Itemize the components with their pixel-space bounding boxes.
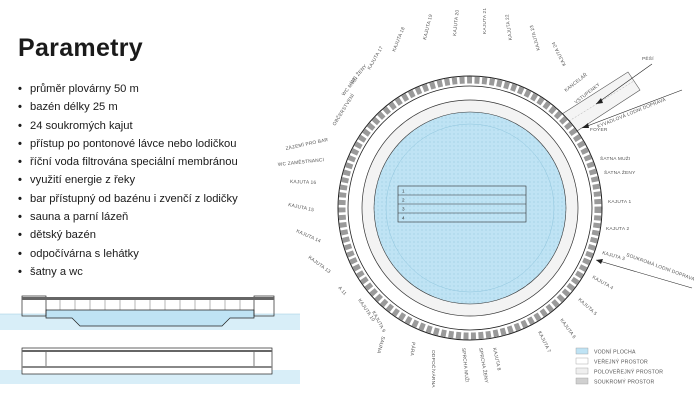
room-label: KAJUTA 2 — [606, 226, 630, 232]
list-item: •odpočívárna s lehátky — [18, 245, 238, 263]
bullet-icon: • — [18, 137, 22, 150]
bullet-icon: • — [18, 229, 22, 242]
legend-label: VEŘEJNÝ PROSTOR — [594, 358, 648, 366]
bullet-icon: • — [18, 83, 22, 95]
room-label: WC ZAMĚSTNANCI — [277, 155, 324, 168]
room-label: SPRCHA MUŽI — [460, 347, 472, 383]
lane-number: 1 — [402, 189, 405, 194]
roof-slab — [22, 297, 274, 300]
legend: VODNÍ PLOCHA VEŘEJNÝ PROSTOR POLOVEŘEJNÝ… — [575, 347, 663, 386]
swim-lanes: 1 2 3 4 — [397, 185, 527, 223]
room-label: KAJUTA 14 — [295, 228, 322, 244]
room-label: KAJUTA 9 — [370, 310, 386, 334]
legend-label: SOUKROMÝ PROSTOR — [594, 379, 655, 386]
section-elevation — [0, 347, 300, 384]
room-label: KANCELÁŘ — [562, 70, 589, 93]
bullet-icon: • — [18, 101, 22, 114]
section-cabin-right — [253, 295, 275, 317]
room-label: WC ŽENY — [347, 62, 369, 86]
room-label: SAUNA — [375, 335, 386, 354]
lane-number: 3 — [402, 207, 405, 212]
access-label-soukroma: SOUKROMÁ LODNÍ DOPRAVA — [625, 251, 696, 283]
room-label: KAJUTA 20 — [452, 9, 461, 36]
bullet-icon: • — [18, 211, 22, 224]
room-label: ŠATNA ŽENY — [604, 168, 636, 176]
room-label: KAJUTA 19 — [422, 13, 434, 40]
legend-label: POLOVEŘEJNÝ PROSTOR — [594, 368, 663, 376]
room-label: A 11 — [337, 285, 348, 297]
list-item: •sauna a parní lázeň — [18, 208, 238, 226]
list-item: •říční voda filtrována speciální membrán… — [18, 153, 238, 171]
room-label: KAJUTA 3 — [601, 250, 625, 262]
list-item: •bar přístupný od bazénu i zvenčí z lodi… — [18, 190, 238, 208]
room-label: OBČERSTVENÍ — [331, 92, 357, 127]
room-label: ŠATNA MUŽI — [600, 154, 630, 162]
bullet-icon: • — [18, 174, 22, 187]
room-label: KAJUTA 16 — [290, 179, 317, 186]
legend-swatch — [575, 347, 589, 355]
legend-swatch — [575, 357, 589, 365]
bullet-icon: • — [18, 119, 22, 132]
room-label: PÁRA — [408, 342, 416, 357]
arrow-icon — [582, 123, 589, 128]
list-item: •přístup po pontonové lávce nebo lodičko… — [18, 135, 238, 153]
lane-number: 2 — [402, 198, 405, 203]
legend-label: VODNÍ PLOCHA — [594, 349, 636, 356]
list-item: •využití energie z řeky — [18, 171, 238, 189]
room-label: SPRCHA ŽENY — [477, 347, 491, 384]
arrow-icon — [596, 98, 603, 104]
cabins-ring — [338, 76, 602, 340]
page-title: Parametry — [18, 34, 144, 62]
bullet-icon: • — [18, 192, 22, 205]
room-label: KAJUTA 6 — [558, 318, 577, 341]
building-sections — [0, 295, 300, 384]
room-label: FOYER — [590, 127, 608, 133]
room-label: KAJUTA 4 — [591, 275, 614, 292]
list-item: •24 soukromých kajut — [18, 117, 238, 135]
legend-swatch — [575, 377, 589, 385]
arrow-icon — [596, 259, 603, 264]
list-item: •dětský bazén — [18, 226, 238, 244]
room-label: KAJUTA 15 — [288, 202, 315, 213]
list-item: •průměr plovárny 50 m — [18, 80, 238, 98]
room-label: KAJUTA 23 — [529, 24, 542, 51]
room-label: KAJUTA 7 — [536, 330, 552, 354]
room-label: KAJUTA 1 — [608, 199, 632, 205]
bullet-icon: • — [18, 247, 22, 260]
section-cabin-left — [21, 295, 47, 317]
list-item: •bazén délky 25 m — [18, 98, 238, 116]
room-label: ZÁZEMÍ PRO BAR — [285, 136, 329, 152]
room-label: KAJUTA 17 — [367, 45, 385, 71]
room-label: KAJUTA 22 — [504, 14, 514, 41]
lane-number: 4 — [402, 216, 405, 221]
parameter-list: •průměr plovárny 50 m •bazén délky 25 m … — [18, 80, 238, 281]
bullet-icon: • — [18, 265, 22, 278]
section-through-pool — [0, 295, 300, 330]
access-label-pesi: PĚŠÍ — [642, 54, 654, 62]
bullet-icon: • — [18, 156, 22, 169]
list-item: •šatny a wc — [18, 263, 238, 281]
room-label: KAJUTA 8 — [491, 347, 502, 371]
room-label: KAJUTA 5 — [577, 297, 598, 317]
pool-water-texture — [374, 112, 566, 304]
room-label: ODPOČÍVÁRNA — [430, 350, 437, 388]
pontoon-facade — [21, 347, 273, 375]
legend-swatch — [575, 367, 589, 375]
room-label: KAJUTA 21 — [482, 8, 488, 34]
room-label: KAJUTA 18 — [391, 26, 406, 53]
pool-inner-line — [385, 123, 555, 293]
room-label: KAJUTA 13 — [307, 255, 332, 275]
room-label: KAJUTA 24 — [551, 40, 568, 66]
